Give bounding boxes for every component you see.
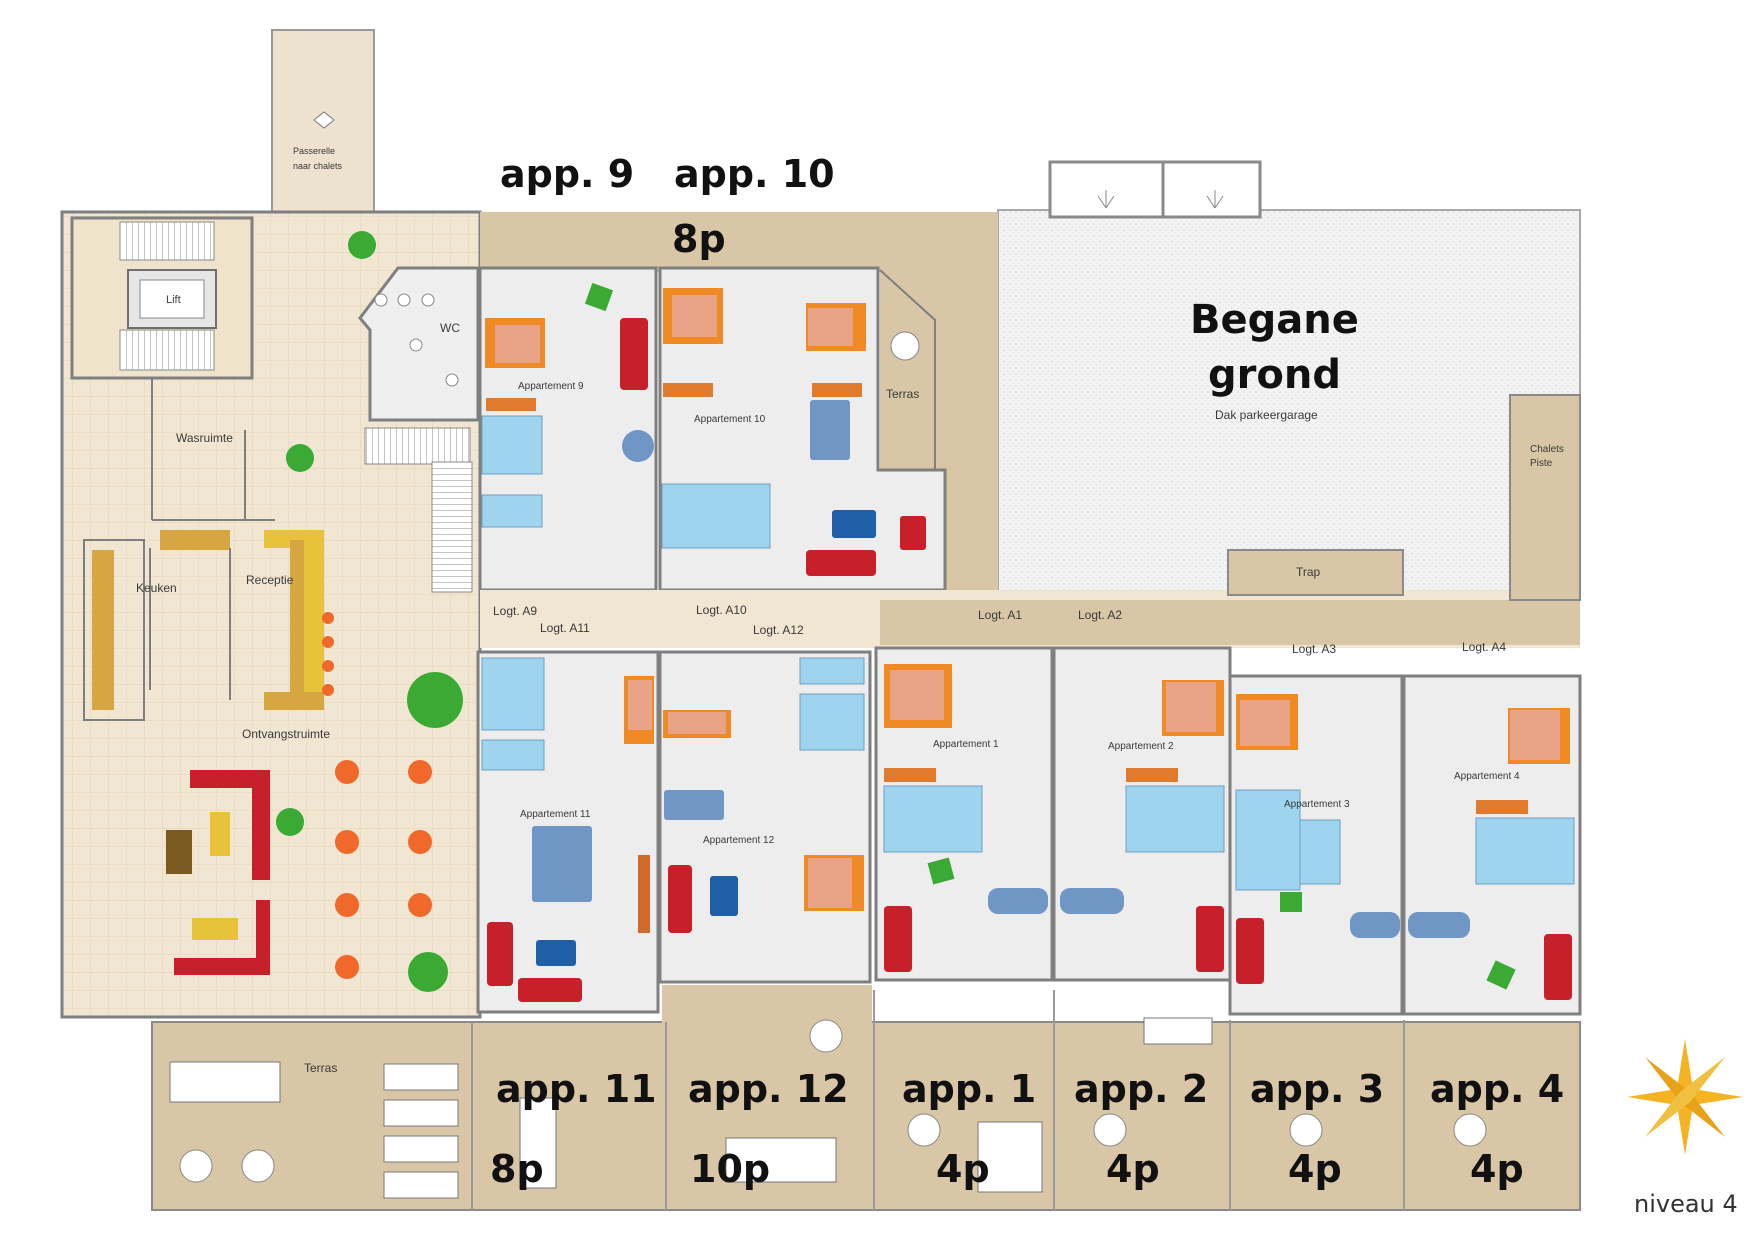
appartement-1-label: Appartement 1: [933, 739, 999, 750]
app-12-label: app. 12: [688, 1067, 849, 1111]
app-2-label: app. 2: [1074, 1067, 1209, 1111]
passerelle-arrow-icon: [313, 111, 335, 129]
bottom-terrace: [151, 1021, 1581, 1211]
app-9-label: app. 9: [500, 152, 635, 196]
appartement-4-label: Appartement 4: [1454, 771, 1520, 782]
appartement-12-label: Appartement 12: [703, 835, 775, 846]
app-2-capacity: 4p: [1106, 1147, 1160, 1191]
logt-a12-label: Logt. A12: [753, 623, 804, 637]
passerelle-label-2: naar chalets: [293, 161, 343, 171]
logt-a10-label: Logt. A10: [696, 603, 747, 617]
appartement-3-label: Appartement 3: [1284, 799, 1350, 810]
trap-label: Trap: [1296, 565, 1321, 579]
receptie-label: Receptie: [246, 573, 294, 587]
terras-bottom-label: Terras: [304, 1061, 338, 1075]
app-3-capacity: 4p: [1288, 1147, 1342, 1191]
lobby-dining-tables: [335, 760, 432, 979]
piste-label: Piste: [1530, 458, 1553, 469]
app-1-capacity: 4p: [936, 1147, 990, 1191]
appartement-11-label: Appartement 11: [520, 809, 591, 820]
level-label: niveau 4: [1634, 1190, 1738, 1218]
app-11-capacity: 8p: [490, 1147, 544, 1191]
parking-bay: [1048, 160, 1262, 219]
appartement-9-label: Appartement 9: [518, 381, 584, 392]
appartement-10-label: Appartement 10: [694, 414, 766, 425]
wc-label: WC: [440, 321, 460, 335]
app-11-label: app. 11: [496, 1067, 657, 1111]
plan-title-line1: Begane: [1190, 297, 1359, 343]
passerelle-label: Passerelle: [293, 146, 336, 156]
trap: [1227, 549, 1404, 596]
keuken-counter: [92, 550, 114, 710]
app-4-label: app. 4: [1430, 1067, 1565, 1111]
keuken-label: Keuken: [136, 581, 177, 595]
app-3-label: app. 3: [1250, 1067, 1385, 1111]
plan-title-line2: grond: [1208, 352, 1341, 398]
wasruimte-label: Wasruimte: [176, 431, 233, 445]
parking-roof: [997, 209, 1581, 601]
ontvangstruimte-label: Ontvangstruimte: [242, 727, 331, 741]
logt-a3-label: Logt. A3: [1292, 642, 1337, 656]
logt-a1-label: Logt. A1: [978, 608, 1023, 622]
app-12-capacity: 10p: [690, 1147, 771, 1191]
fireplace: [166, 830, 192, 874]
appartement-2-label: Appartement 2: [1108, 741, 1174, 752]
app-1-label: app. 1: [902, 1067, 1037, 1111]
lift-label: Lift: [166, 294, 181, 306]
logt-a2-label: Logt. A2: [1078, 608, 1123, 622]
app-10-capacity: 8p: [672, 217, 726, 261]
lounge-sofa-top: [190, 770, 270, 880]
app-10-label: app. 10: [674, 152, 835, 196]
lounge-sofa-bottom: [174, 900, 270, 975]
logt-a4-label: Logt. A4: [1462, 640, 1507, 654]
compass-icon: [1627, 1039, 1743, 1155]
plant-icon: [348, 231, 376, 259]
logt-a11-label: Logt. A11: [540, 621, 590, 635]
plan-subtitle: Dak parkeergarage: [1215, 408, 1318, 422]
terras-top-label: Terras: [886, 387, 920, 401]
logt-a9-label: Logt. A9: [493, 604, 538, 618]
app-4-capacity: 4p: [1470, 1147, 1524, 1191]
chalets-label: Chalets: [1530, 444, 1564, 455]
